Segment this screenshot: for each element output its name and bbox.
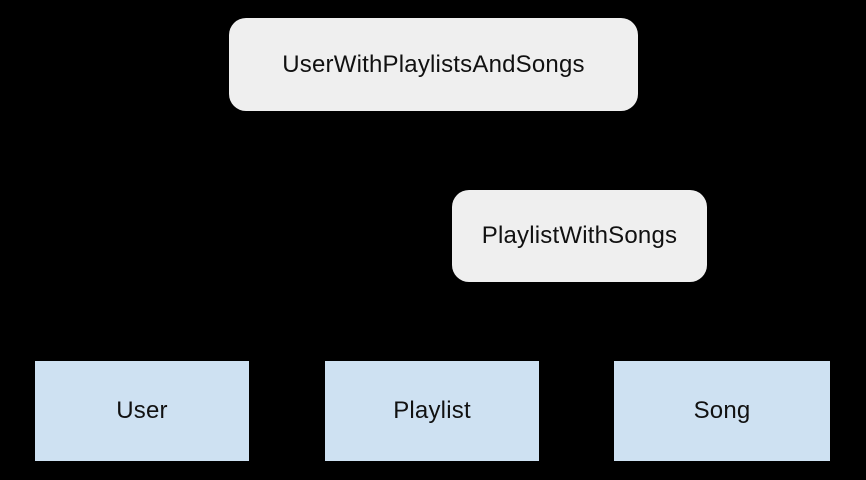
node-label-playlist-with-songs: PlaylistWithSongs — [481, 222, 678, 249]
node-label-user-with-playlists-and-songs: UserWithPlaylistsAndSongs — [282, 50, 585, 78]
node-song: Song — [614, 361, 830, 461]
node-user: User — [35, 361, 249, 461]
node-label-user: User — [116, 397, 168, 424]
node-playlist-with-songs: PlaylistWithSongs — [452, 190, 707, 282]
node-label-playlist: Playlist — [393, 397, 471, 424]
node-user-with-playlists-and-songs: UserWithPlaylistsAndSongs — [229, 18, 638, 111]
node-label-song: Song — [693, 397, 751, 424]
node-playlist: Playlist — [325, 361, 539, 461]
